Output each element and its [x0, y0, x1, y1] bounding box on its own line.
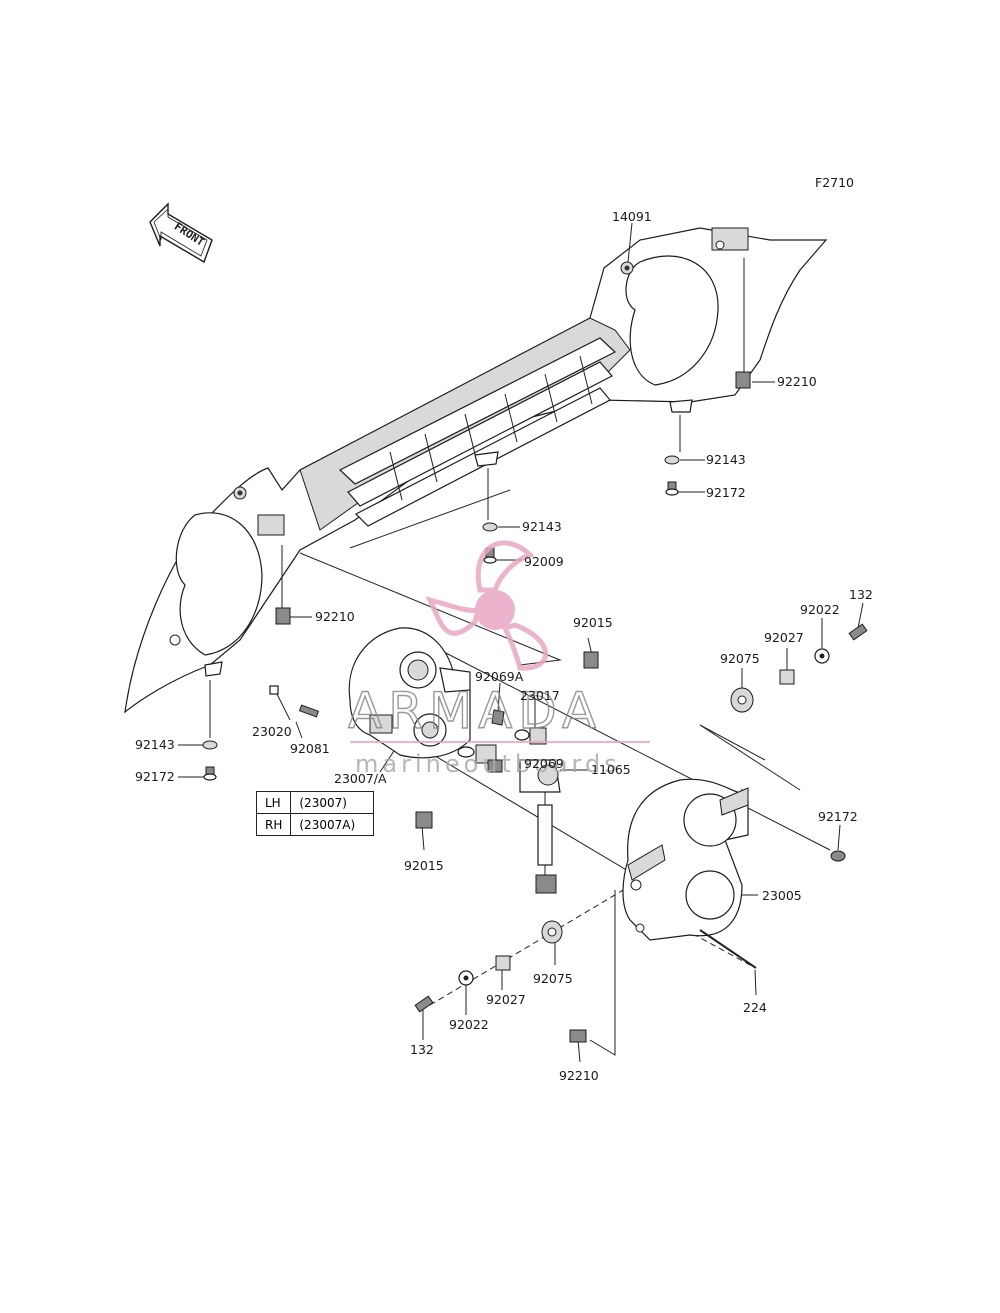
callout-92075-right: 92075 [720, 651, 760, 666]
callout-92069: 92069 [524, 756, 564, 771]
callout-92022-right: 92022 [800, 602, 840, 617]
callout-92143-left: 92143 [135, 737, 175, 752]
front-arrow-icon: FRONT [149, 202, 213, 264]
callout-92210-left: 92210 [315, 609, 355, 624]
watermark-logo: ARMADA marineoutboards [347, 540, 650, 778]
callout-92172-top: 92172 [706, 485, 746, 500]
callout-23007a: 23007/A [334, 771, 387, 786]
callout-92210-bottom: 92210 [559, 1068, 599, 1083]
legend-row: RH (23007A) [255, 813, 375, 836]
callout-132-right: 132 [849, 587, 873, 602]
figure-code: F2710 [815, 175, 854, 190]
callout-labels: F2710 14091 92210 92143 92172 92143 9200… [135, 175, 873, 1083]
callout-92027-right: 92027 [764, 630, 804, 645]
legend-part: (23007) [290, 791, 375, 814]
callout-92027-bottom: 92027 [486, 992, 526, 1007]
legend-side: RH [255, 813, 292, 836]
bulb-socket-parts [457, 709, 561, 894]
callout-92075-bottom: 92075 [533, 971, 573, 986]
callout-92081: 92081 [290, 741, 330, 756]
lh-rh-legend-table: LH (23007) RH (23007A) [255, 791, 375, 836]
legend-part: (23007A) [290, 813, 375, 836]
callout-92172-left: 92172 [135, 769, 175, 784]
callout-23017: 23017 [520, 688, 560, 703]
watermark-brand: ARMADA [348, 682, 602, 740]
watermark-tagline: marineoutboards [355, 750, 621, 778]
lower-housing-part [622, 778, 749, 941]
callout-23005: 23005 [762, 888, 802, 903]
callout-92022-bottom: 92022 [449, 1017, 489, 1032]
callout-92210-top: 92210 [777, 374, 817, 389]
callout-92015-top: 92015 [573, 615, 613, 630]
callout-23020: 23020 [252, 724, 292, 739]
callout-92069a: 92069A [475, 669, 524, 684]
callout-132-bottom: 132 [410, 1042, 434, 1057]
legend-row: LH (23007) [255, 791, 375, 814]
callout-92172-right: 92172 [818, 809, 858, 824]
callout-11065: 11065 [591, 762, 631, 777]
headlight-housing-part [348, 627, 471, 759]
callout-224: 224 [743, 1000, 767, 1015]
headlight-cover-part [124, 227, 828, 714]
fastener-parts [202, 371, 868, 1043]
callout-14091: 14091 [612, 209, 652, 224]
callout-92143-top: 92143 [706, 452, 746, 467]
legend-side: LH [255, 791, 292, 814]
callout-92143-mid: 92143 [522, 519, 562, 534]
callout-92009: 92009 [524, 554, 564, 569]
callout-92015-bottom: 92015 [404, 858, 444, 873]
